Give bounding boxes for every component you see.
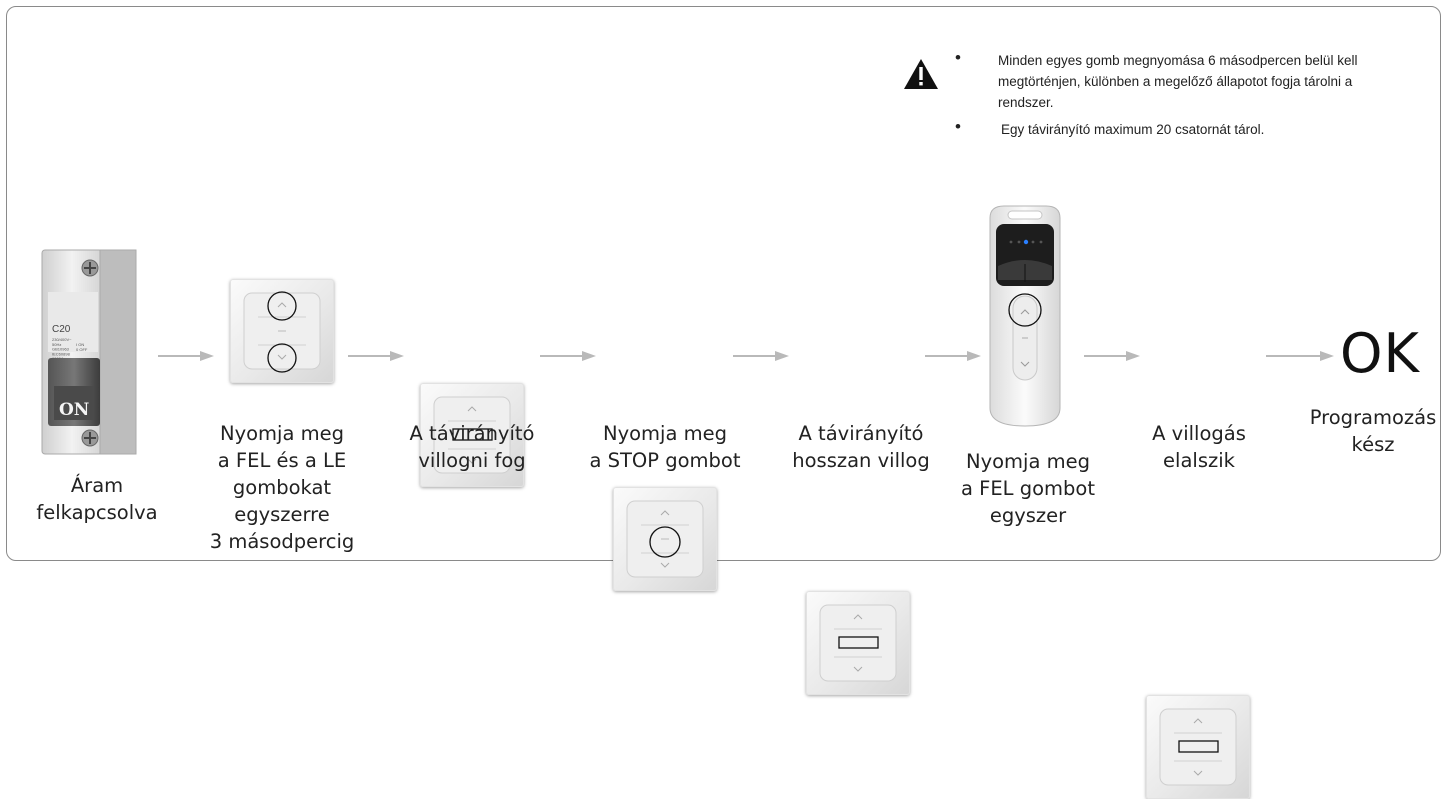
note-text: Egy távirányító maximum 20 csatornát tár… [1001, 122, 1265, 137]
arrow-icon [733, 351, 789, 361]
bullet: • [955, 48, 961, 67]
note-item: • Minden egyes gomb megnyomása 6 másodpe… [955, 48, 1375, 113]
arrow-icon [158, 351, 214, 361]
breaker-on-label: ON [59, 400, 89, 420]
step-caption: Áram felkapcsolva [36, 474, 158, 524]
warning-icon [904, 59, 938, 89]
note-text: Minden egyes gomb megnyomása 6 másodperc… [998, 53, 1358, 110]
bullet: • [955, 117, 961, 136]
notes-list: • Minden egyes gomb megnyomása 6 másodpe… [955, 48, 1375, 146]
diagram-frame [6, 6, 1441, 561]
switch-panel-image [806, 591, 910, 695]
remote-control-image [989, 205, 1061, 427]
switch-panel-image [230, 279, 334, 383]
step-caption: Nyomja meg a FEL gombot egyszer [960, 450, 1095, 527]
ok-result: OK [1340, 322, 1420, 385]
note-item: • Egy távirányító maximum 20 csatornát t… [955, 117, 1375, 140]
step-caption: A villogás elalszik [1152, 422, 1246, 472]
switch-panel-image [1146, 695, 1250, 799]
arrow-icon [1084, 351, 1140, 361]
step-caption: Programozás kész [1309, 406, 1437, 456]
arrow-icon [925, 351, 981, 361]
step-caption: A távirányító hosszan villog [792, 422, 930, 472]
step-caption: Nyomja meg a STOP gombot [589, 422, 741, 472]
arrow-icon [348, 351, 404, 361]
arrow-icon [1266, 351, 1334, 361]
breaker-model: C20 [52, 324, 71, 335]
arrow-icon [540, 351, 596, 361]
step-caption: A távirányító villogni fog [409, 422, 535, 472]
switch-panel-image [613, 487, 717, 591]
step-caption: Nyomja meg a FEL és a LE gombokat egysze… [209, 422, 355, 553]
circuit-breaker-image: C20 230/400V~50HzGB10963IEC608986000A I … [41, 249, 137, 455]
switch-panel-image [420, 383, 524, 487]
